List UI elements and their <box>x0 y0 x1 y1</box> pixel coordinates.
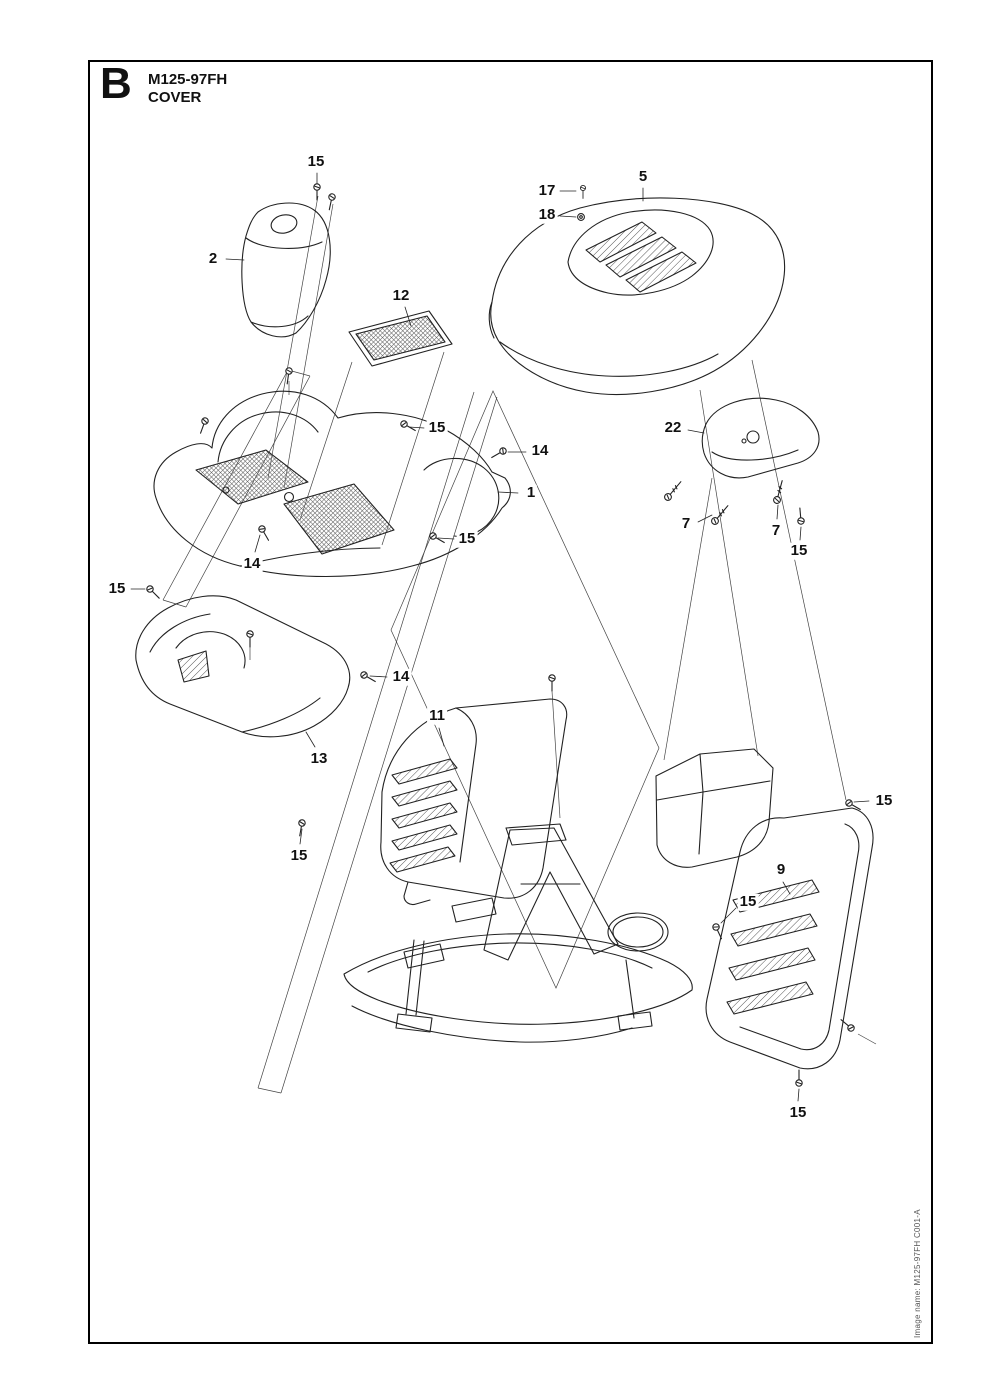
fasteners <box>144 183 863 1087</box>
part-1-fender-assembly <box>153 390 511 578</box>
part-13-front-cover <box>135 595 351 738</box>
part-2-console-cover <box>241 202 331 338</box>
construction-lines <box>162 195 877 1094</box>
chassis-frame <box>343 823 693 1043</box>
rear-body-section <box>655 748 774 868</box>
header-title-block: M125-97FH COVER <box>148 71 227 107</box>
part-5-hood <box>488 197 786 396</box>
model-number: M125-97FH <box>148 71 228 88</box>
part-11-side-panel <box>380 698 568 906</box>
page-frame <box>88 60 933 1344</box>
image-name-note: Image name: M125-97FH C001-A <box>913 1209 922 1338</box>
section-letter: B <box>100 59 132 108</box>
page-title: COVER <box>148 89 202 106</box>
part-22-bracket <box>701 397 820 479</box>
part-12-grille-insert <box>348 310 453 367</box>
leader-lines <box>130 172 870 1102</box>
